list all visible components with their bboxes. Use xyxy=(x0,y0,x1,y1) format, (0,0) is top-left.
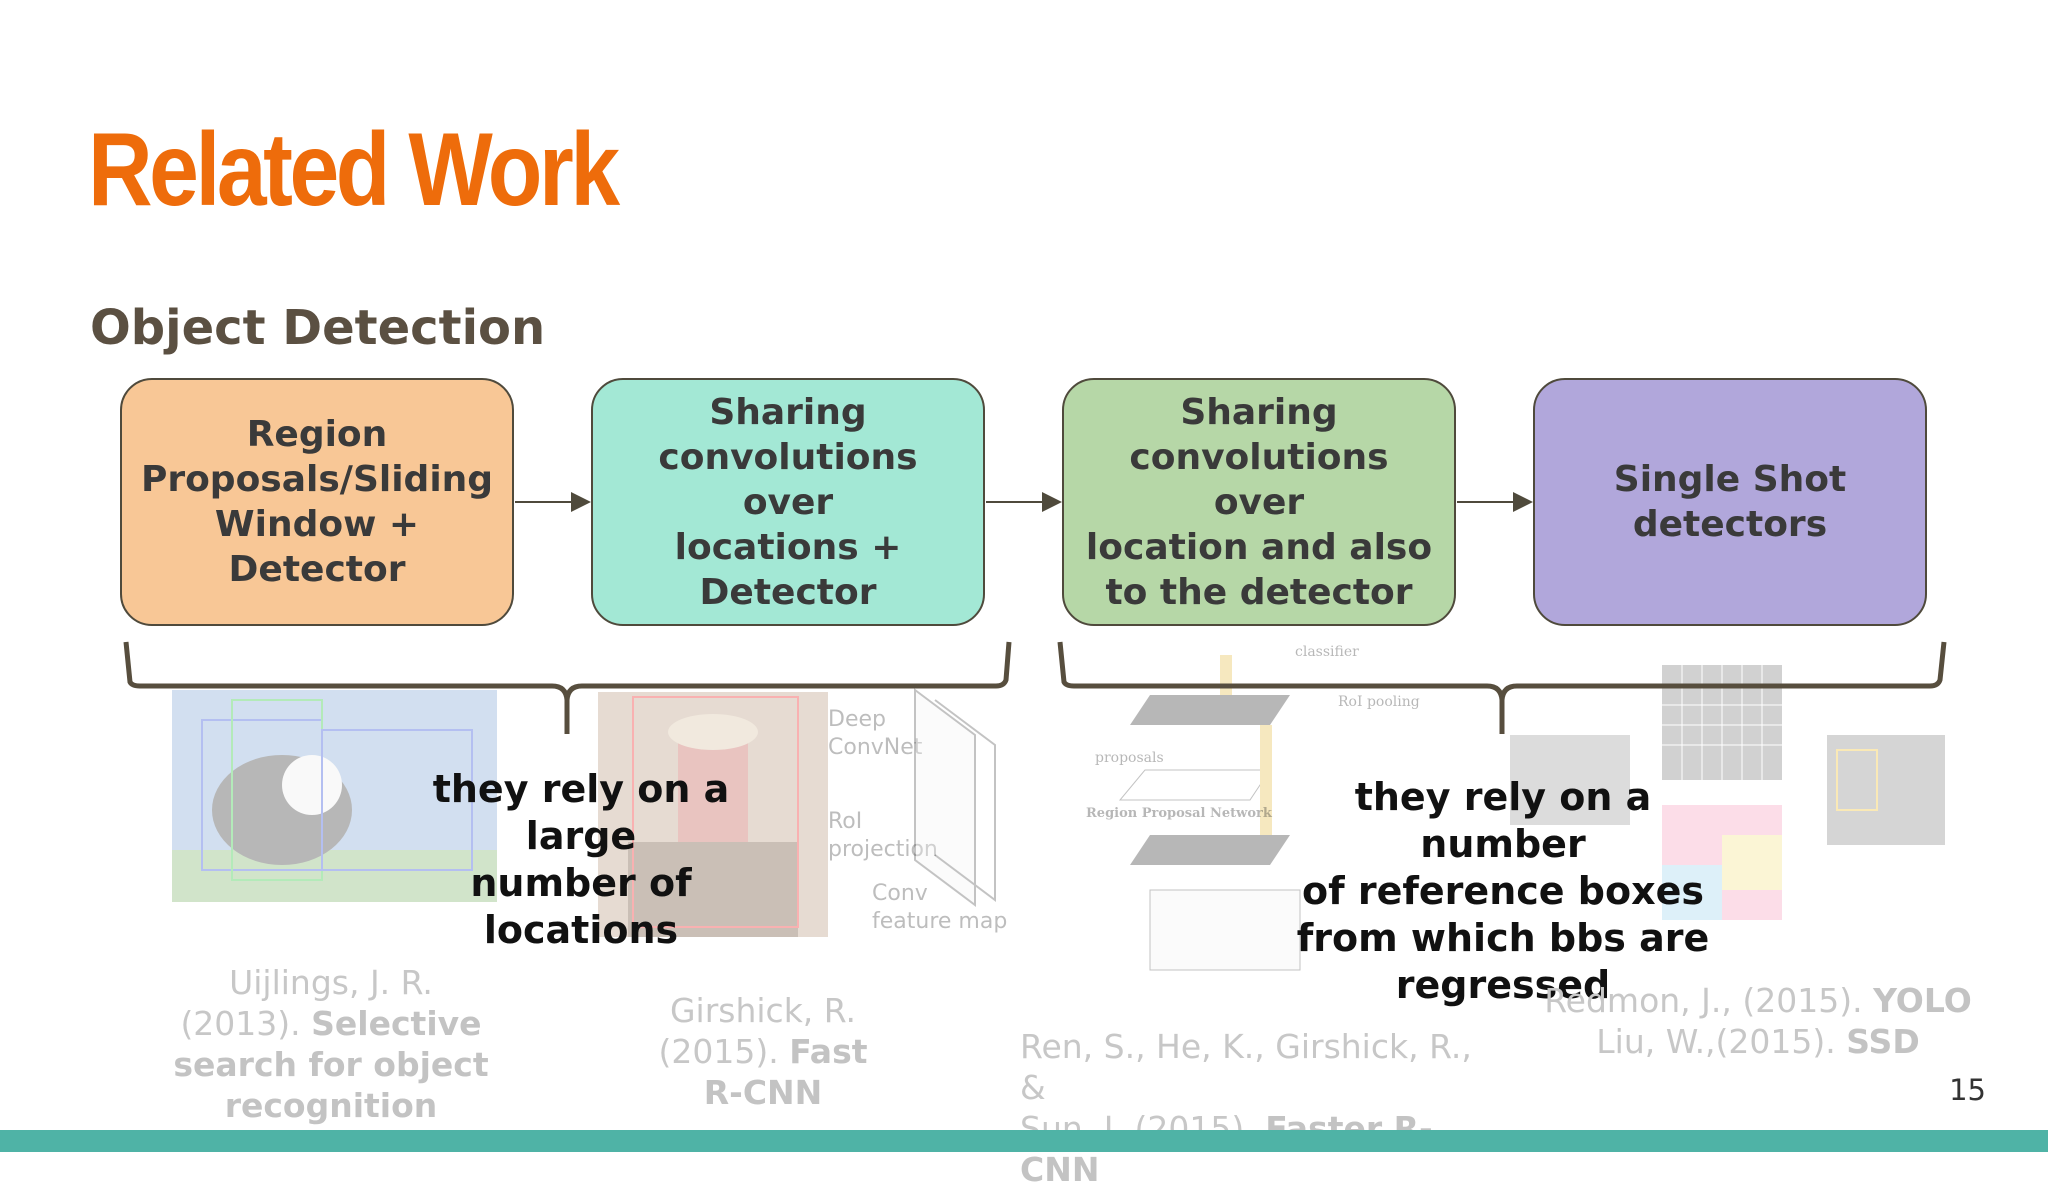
rider-image xyxy=(598,692,828,937)
pipeline-arrows xyxy=(515,492,1533,512)
reference-uijlings: Uijlings, J. R. (2013). Selective search… xyxy=(173,963,489,1125)
cow-detection-image xyxy=(172,690,497,902)
deep-convnet-label: Deep ConvNet xyxy=(828,707,923,760)
page-number: 15 xyxy=(1949,1073,1986,1107)
left-bracket xyxy=(123,641,1012,734)
faster-rcnn-diagram xyxy=(1118,655,1301,971)
stage-single-shot: Single Shot detectors xyxy=(1533,378,1927,626)
stage-sharing-conv-detector: Sharing convolutions over location and a… xyxy=(1062,378,1456,626)
right-bracket xyxy=(1057,641,1947,734)
note-large-number-locations: they rely on a large number of locations xyxy=(432,767,730,952)
rpn-label: Region Proposal Network xyxy=(1086,806,1272,821)
slide-title: Related Work xyxy=(88,112,620,228)
feature-map-shape xyxy=(914,688,996,907)
footer-bar xyxy=(0,1130,2048,1152)
conv-feature-map-label: Conv feature map xyxy=(872,881,1008,934)
grouping-brackets xyxy=(123,641,1947,734)
reference-girshick: Girshick, R. (2015). Fast R-CNN xyxy=(658,991,868,1112)
reference-ren: Ren, S., He, K., Girshick, R., & Sun, J.… xyxy=(1020,1027,1472,1189)
slide-subtitle: Object Detection xyxy=(90,300,546,356)
reference-redmon-liu: Redmon, J., (2015). YOLO Liu, W.,(2015).… xyxy=(1544,981,1972,1061)
roi-pooling-label: RoI pooling xyxy=(1338,694,1420,710)
classifier-label: classifier xyxy=(1295,644,1359,660)
proposals-label: proposals xyxy=(1095,750,1164,766)
stage-sharing-conv-locations: Sharing convolutions over locations + De… xyxy=(591,378,985,626)
note-reference-boxes: they rely on a number of reference boxes… xyxy=(1296,775,1710,1007)
roi-projection-label: RoI projection xyxy=(828,809,938,862)
stage-region-proposals: Region Proposals/Sliding Window + Detect… xyxy=(120,378,514,626)
